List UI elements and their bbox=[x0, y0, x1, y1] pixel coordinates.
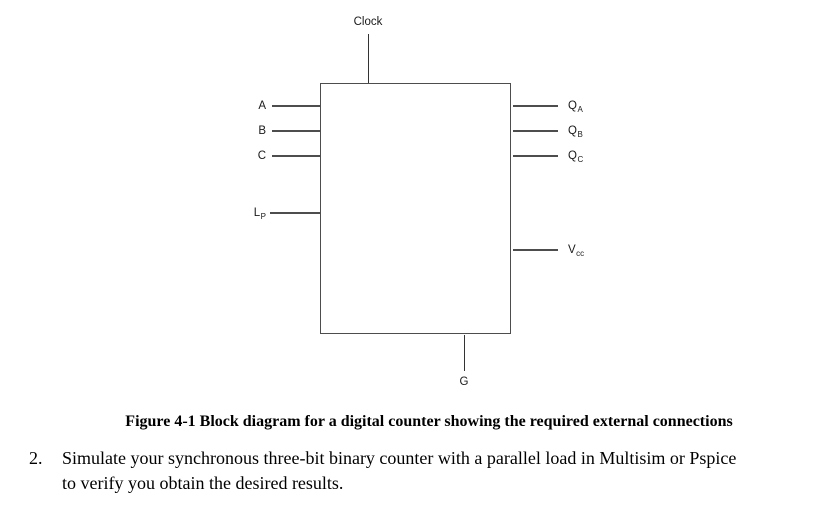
instruction-text-line-2: to verify you obtain the desired results… bbox=[62, 473, 344, 493]
pin-wire-c bbox=[272, 155, 320, 157]
pin-label-b: B bbox=[258, 125, 266, 137]
pin-label-vcc-main: V bbox=[568, 244, 576, 256]
pin-wire-qc bbox=[513, 155, 558, 157]
pin-label-vcc-sub: cc bbox=[576, 248, 585, 258]
pin-label-qa: QA bbox=[568, 98, 583, 114]
instruction-number: 2. bbox=[29, 448, 43, 468]
pin-label-qb-sub: B bbox=[577, 129, 583, 139]
pin-label-vcc: Vcc bbox=[568, 242, 584, 258]
pin-label-qc-main: Q bbox=[568, 150, 577, 162]
pin-label-qb-main: Q bbox=[568, 125, 577, 137]
pin-wire-qb bbox=[513, 130, 558, 132]
pin-label-qc-sub: C bbox=[577, 154, 584, 164]
pin-label-qc: QC bbox=[568, 148, 583, 164]
pin-label-qb: QB bbox=[568, 123, 583, 139]
pin-wire-b bbox=[272, 130, 320, 132]
pin-label-lp: LP bbox=[230, 205, 266, 221]
ground-wire bbox=[463, 335, 465, 371]
counter-block bbox=[320, 83, 511, 334]
clock-label: Clock bbox=[353, 16, 383, 28]
pin-label-c: C bbox=[257, 150, 266, 162]
pin-label-qa-main: Q bbox=[568, 100, 577, 112]
pin-label-qa-sub: A bbox=[577, 104, 583, 114]
pin-label-lp-sub: P bbox=[260, 211, 266, 221]
pin-wire-qa bbox=[513, 105, 558, 107]
pin-wire-vcc bbox=[513, 249, 558, 251]
pin-wire-lp bbox=[270, 212, 320, 214]
pin-wire-a bbox=[272, 105, 320, 107]
pin-label-lp-main: L bbox=[253, 207, 261, 219]
clock-wire bbox=[367, 34, 369, 83]
pin-label-a: A bbox=[258, 100, 266, 112]
instruction-text-line-1: Simulate your synchronous three-bit bina… bbox=[62, 448, 737, 468]
figure-caption: Figure 4-1 Block diagram for a digital c… bbox=[125, 413, 733, 430]
ground-label: G bbox=[459, 376, 469, 388]
